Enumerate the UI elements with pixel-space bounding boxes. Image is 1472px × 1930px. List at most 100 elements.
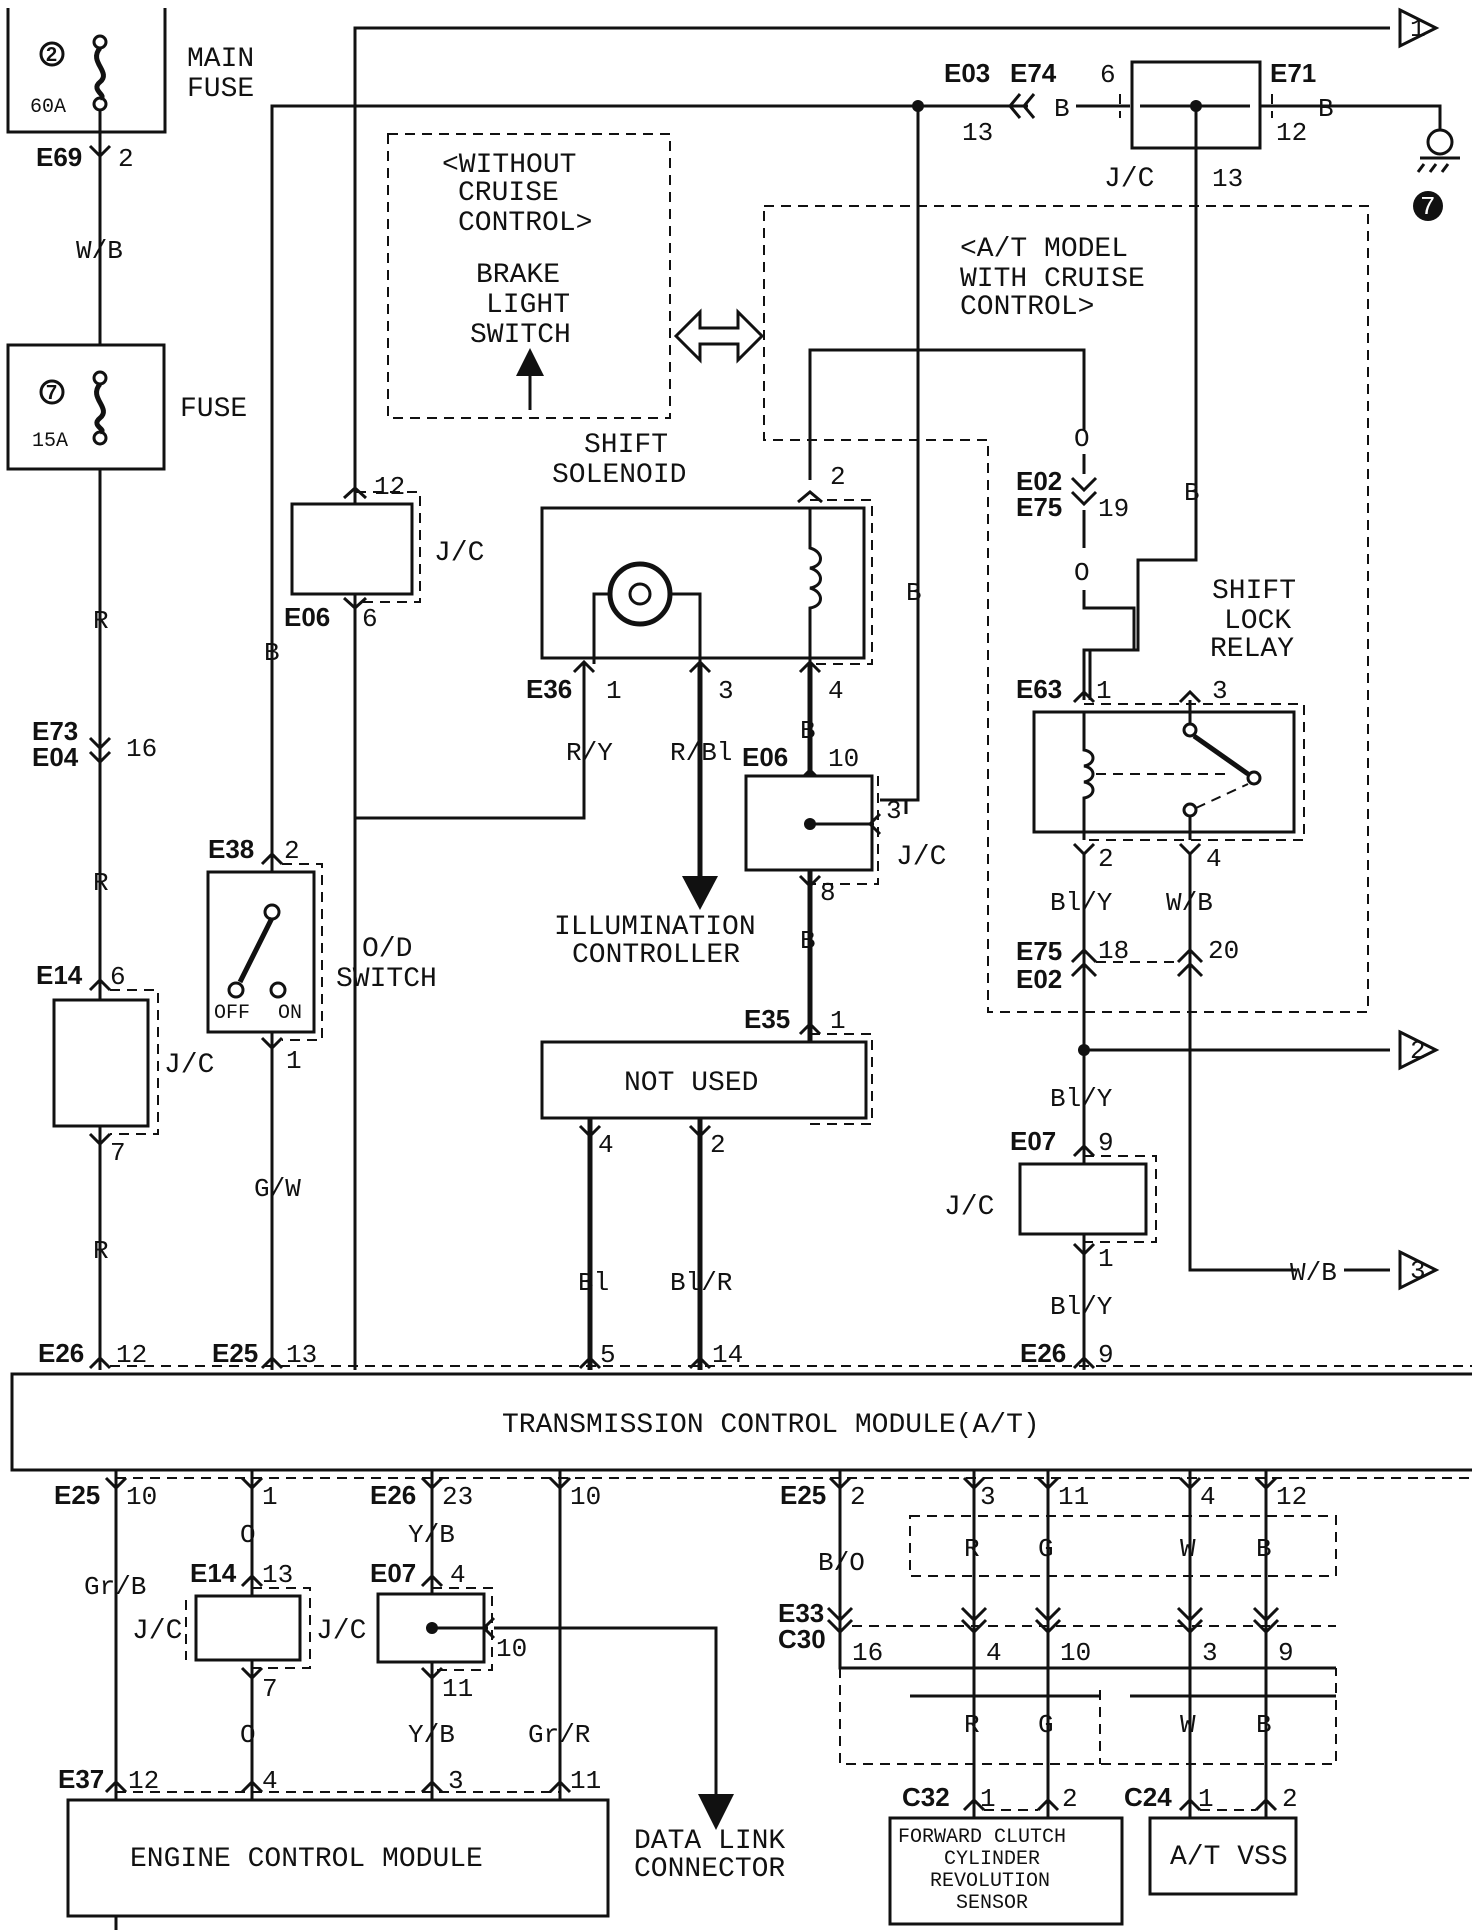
pin-label: 16 bbox=[126, 734, 157, 764]
wire-label-wb: W/B bbox=[1290, 1258, 1337, 1288]
wire-label-bo: B/O bbox=[818, 1548, 865, 1578]
pin-label: 11 bbox=[1058, 1482, 1089, 1512]
fccr-label-2: CYLINDER bbox=[944, 1848, 1040, 1871]
connector-e38: E38 bbox=[208, 834, 254, 864]
brake-switch-label-3: SWITCH bbox=[470, 320, 571, 351]
wire-label-b: B bbox=[1184, 478, 1200, 508]
connector-e73: E73 bbox=[32, 716, 78, 746]
pin-label: 3 bbox=[448, 1766, 464, 1796]
connector-c30: C30 bbox=[778, 1624, 826, 1654]
at-model-label-3: CONTROL> bbox=[960, 292, 1094, 323]
connector-c24: C24 bbox=[1124, 1782, 1172, 1812]
pin-label: 2 bbox=[1098, 844, 1114, 874]
pin-label: 2 bbox=[118, 144, 134, 174]
pin-label: 2 bbox=[1062, 1784, 1078, 1814]
pin-label: 3 bbox=[1212, 676, 1228, 706]
jc-e14-bottom: E14 13 7 J/C J/C bbox=[132, 1558, 366, 1704]
od-on-label: ON bbox=[278, 1002, 302, 1025]
wire-label-o: O bbox=[1074, 424, 1090, 454]
wire-label-o: O bbox=[240, 1720, 256, 1750]
pin-label: 6 bbox=[1100, 60, 1116, 90]
pin-label: 11 bbox=[442, 1674, 473, 1704]
without-cruise-label-3: CONTROL> bbox=[458, 208, 592, 239]
wire-label-bly: Bl/Y bbox=[1050, 1292, 1113, 1322]
wire-label-r: R bbox=[93, 1236, 109, 1266]
pin-label: 1 bbox=[1198, 1784, 1214, 1814]
fuse-number: 7 bbox=[46, 382, 57, 404]
b-bus-wire bbox=[270, 104, 1028, 1370]
connector-e63: E63 bbox=[1016, 674, 1062, 704]
wire-label-w: W bbox=[1180, 1534, 1196, 1564]
connector-e07: E07 bbox=[1010, 1126, 1056, 1156]
wire-label-r: R bbox=[964, 1710, 980, 1740]
pin-label: 1 bbox=[606, 676, 622, 706]
fccr-label-4: SENSOR bbox=[956, 1892, 1028, 1915]
pin-label: 1 bbox=[286, 1046, 302, 1076]
wire-label-grr: Gr/R bbox=[528, 1720, 590, 1750]
pin-label: 13 bbox=[962, 118, 993, 148]
pin-label: 13 bbox=[262, 1560, 293, 1590]
without-cruise-label-2: CRUISE bbox=[458, 178, 559, 209]
connector-c30: E33 C30 16 4 10 3 9 bbox=[778, 1598, 1336, 1668]
ground-symbol: 7 bbox=[1413, 128, 1460, 222]
ecm-label: ENGINE CONTROL MODULE bbox=[130, 1844, 483, 1875]
fccr-sensor: C32 1 2 FORWARD CLUTCH CYLINDER REVOLUTI… bbox=[888, 1782, 1124, 1926]
connector-e33: E33 bbox=[778, 1598, 824, 1628]
connector-e03: E03 bbox=[944, 58, 990, 88]
tcm-bottom-pins: E25 10 1 E26 23 10 bbox=[54, 1476, 601, 1512]
ref-3-arrow: 3 bbox=[1398, 1249, 1440, 1291]
pin-label: 13 bbox=[1212, 164, 1243, 194]
ground-number: 7 bbox=[1420, 192, 1436, 222]
dlc-label: DATA LINK bbox=[634, 1826, 785, 1857]
wire-label-b: B bbox=[800, 926, 816, 956]
shift-solenoid: SHIFT SOLENOID 2 bbox=[540, 430, 873, 665]
connector-e02: E02 bbox=[1016, 964, 1062, 994]
pin-label: 7 bbox=[262, 1674, 278, 1704]
pin-label: 1 bbox=[830, 1006, 846, 1036]
pin-label: 12 bbox=[128, 1766, 159, 1796]
connector-e25: E25 bbox=[54, 1480, 100, 1510]
pin-label: 9 bbox=[1098, 1128, 1114, 1158]
jc-e06-top: 12 E06 6 J/C bbox=[284, 472, 484, 634]
pin-label: 7 bbox=[110, 1138, 126, 1168]
at-model-box bbox=[763, 205, 1369, 1013]
connector-e35: E35 bbox=[744, 1004, 790, 1034]
pin-label: 10 bbox=[828, 744, 859, 774]
shift-lock-relay: SHIFT LOCK RELAY E63 1 3 2 4 bbox=[1016, 576, 1305, 874]
wire-label-b: B bbox=[800, 716, 816, 746]
jc-label: J/C bbox=[316, 1616, 366, 1647]
shift-solenoid-label-2: SOLENOID bbox=[552, 460, 686, 491]
wire-label-bly: Bl/Y bbox=[1050, 888, 1113, 918]
connector-e06: E06 bbox=[284, 602, 330, 632]
wire-label-r: R bbox=[93, 868, 109, 898]
shift-solenoid-label: SHIFT bbox=[584, 430, 668, 461]
fccr-label-3: REVOLUTION bbox=[930, 1870, 1050, 1893]
pin-label: 18 bbox=[1098, 936, 1129, 966]
connector-e26: E26 bbox=[370, 1480, 416, 1510]
pin-label: 2 bbox=[710, 1130, 726, 1160]
connector-e75: E75 bbox=[1016, 936, 1062, 966]
pin-label: 9 bbox=[1278, 1638, 1294, 1668]
main-fuse-number: 2 bbox=[46, 44, 57, 66]
tcm-bottom-right-pins: E25 2 3 11 4 12 bbox=[780, 1476, 1307, 1512]
jc-label: J/C bbox=[132, 1616, 182, 1647]
pin-label: 4 bbox=[1206, 844, 1222, 874]
ref-1-arrow: 1 bbox=[1398, 7, 1440, 49]
pin-label: 19 bbox=[1098, 494, 1129, 524]
wire-label-bl: Bl bbox=[578, 1268, 609, 1298]
pin-label: 1 bbox=[980, 1784, 996, 1814]
at-model-label: <A/T MODEL bbox=[960, 234, 1128, 265]
jc-e06-bottom: E06 10 3 8 J/C bbox=[742, 742, 946, 908]
wire-label-bly: Bl/Y bbox=[1050, 1084, 1113, 1114]
without-cruise-label: <WITHOUT bbox=[442, 150, 576, 181]
illumination-label: ILLUMINATION bbox=[554, 912, 756, 943]
brake-switch-label: BRAKE bbox=[476, 260, 560, 291]
not-used-label: NOT USED bbox=[624, 1068, 758, 1099]
pin-label: 6 bbox=[110, 962, 126, 992]
ecm-box: E37 12 4 3 11 ENGINE CONTROL MODULE bbox=[58, 1764, 610, 1918]
wire-label-g: G bbox=[1038, 1534, 1054, 1564]
pin-label: 4 bbox=[450, 1560, 466, 1590]
brake-switch-label-2: LIGHT bbox=[486, 290, 570, 321]
wire-label-w: W bbox=[1180, 1710, 1196, 1740]
